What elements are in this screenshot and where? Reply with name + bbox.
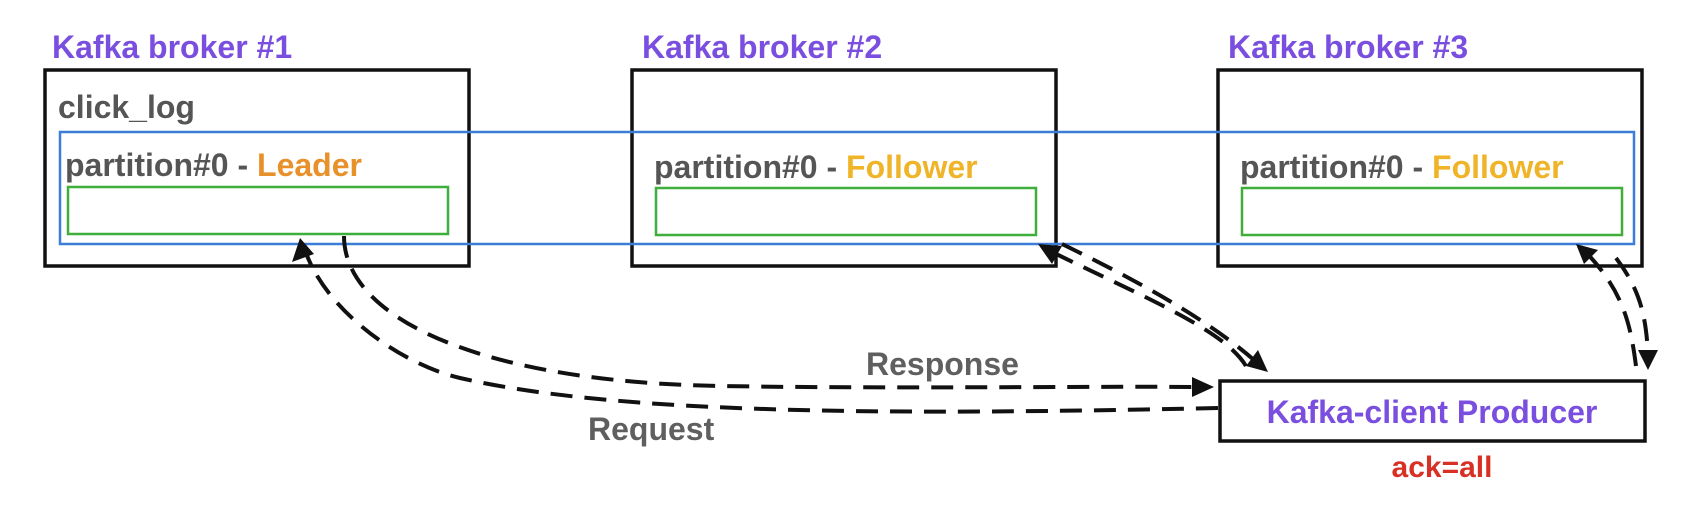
broker-1-partition-label: partition#0 - Leader — [65, 147, 362, 183]
replication-2-fetch-arrowhead — [1038, 244, 1062, 264]
topic-label: click_log — [58, 89, 195, 125]
broker-1-box — [43, 68, 471, 268]
replication-2-fetch-arrow — [1047, 248, 1248, 368]
broker-2-title: Kafka broker #2 — [642, 29, 882, 65]
partition-0-band — [58, 130, 1636, 246]
ack-setting: ack=all — [1392, 451, 1493, 484]
broker-1-log — [66, 185, 450, 236]
replication-3-fetch-arrow — [1582, 248, 1638, 367]
broker-2-log — [654, 186, 1038, 237]
broker-1-title: Kafka broker #1 — [52, 29, 292, 65]
broker-3-box — [1216, 68, 1644, 268]
request-arrowhead — [292, 238, 314, 262]
replication-2-ack-arrowhead — [1246, 350, 1268, 372]
producer-box — [1218, 379, 1647, 443]
broker-2-box — [630, 68, 1058, 268]
response-label: Response — [866, 346, 1019, 382]
broker-3-partition-label: partition#0 - Follower — [1240, 149, 1564, 185]
replication-3-fetch-arrowhead — [1576, 244, 1598, 264]
leader-role: Leader — [257, 147, 362, 183]
request-arrow — [303, 249, 1219, 414]
partition-name: partition#0 - — [654, 149, 846, 185]
broker-3-title: Kafka broker #3 — [1228, 29, 1468, 65]
broker-3-log — [1240, 186, 1624, 237]
partition-name: partition#0 - — [65, 147, 257, 183]
replication-3-ack-arrow — [1614, 256, 1650, 355]
broker-2-partition-label: partition#0 - Follower — [654, 149, 978, 185]
replication-2-ack-arrow — [1061, 242, 1256, 362]
producer-label: Kafka-client Producer — [1267, 394, 1598, 430]
partition-name: partition#0 - — [1240, 149, 1432, 185]
follower-role: Follower — [1432, 149, 1564, 185]
request-label: Request — [588, 411, 715, 447]
response-arrow — [342, 235, 1197, 390]
replication-3-ack-arrowhead — [1638, 350, 1658, 370]
response-arrowhead — [1192, 377, 1214, 397]
follower-role: Follower — [846, 149, 978, 185]
